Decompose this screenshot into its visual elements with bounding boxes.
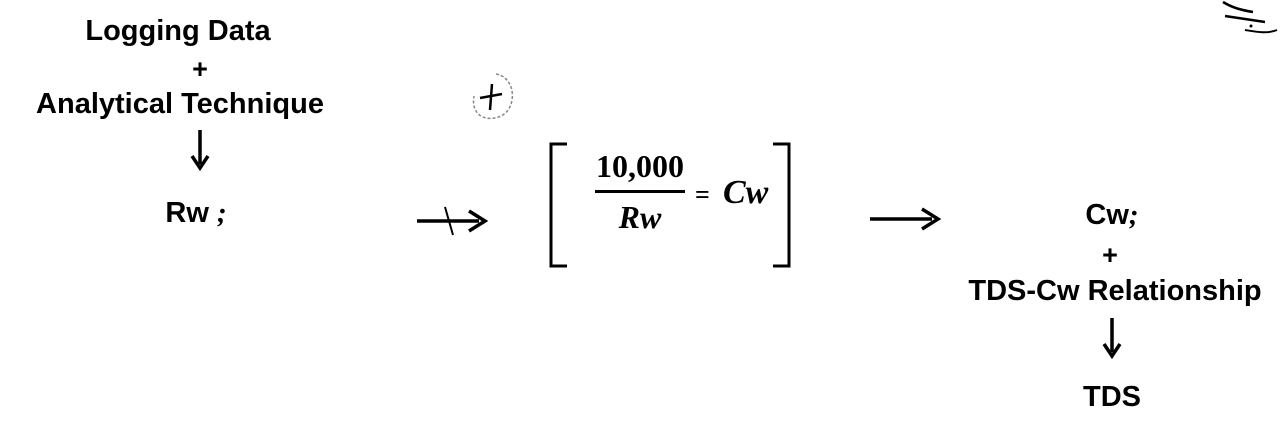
rw-label: Rw <box>165 197 209 229</box>
formula-equals: = <box>695 180 710 209</box>
plus-sign-bottom: + <box>1102 240 1118 270</box>
cw-node: Cw; <box>1085 198 1138 232</box>
fraction-bar <box>595 190 685 193</box>
right-arrow-to-formula-icon <box>417 206 489 236</box>
rw-semicolon: ; <box>216 197 227 229</box>
circled-plus-mark <box>472 73 514 120</box>
right-bracket-icon <box>773 142 791 268</box>
formula-block: 10,000 Rw = Cw <box>545 140 795 275</box>
formula-result: Cw <box>723 174 769 211</box>
formula-numerator: 10,000 <box>596 148 684 184</box>
left-bracket-icon <box>549 142 567 268</box>
logging-data-label: Logging Data <box>85 15 271 47</box>
formula-fraction: 10,000 Rw <box>595 146 685 237</box>
cw-label: Cw <box>1085 199 1129 231</box>
down-arrow-left-icon <box>190 130 210 172</box>
analytical-technique-label: Analytical Technique <box>36 88 324 120</box>
tds-label: TDS <box>1083 381 1141 413</box>
cw-semicolon: ; <box>1128 199 1139 231</box>
formula-denominator: Rw <box>618 199 662 235</box>
plus-sign-top: + <box>192 54 208 84</box>
corner-scribble-mark <box>1222 0 1278 34</box>
rw-node: Rw ; <box>165 196 226 230</box>
tds-cw-relationship-label: TDS-Cw Relationship <box>968 275 1262 307</box>
right-arrow-to-cw-icon <box>870 207 942 231</box>
down-arrow-right-icon <box>1102 318 1122 360</box>
